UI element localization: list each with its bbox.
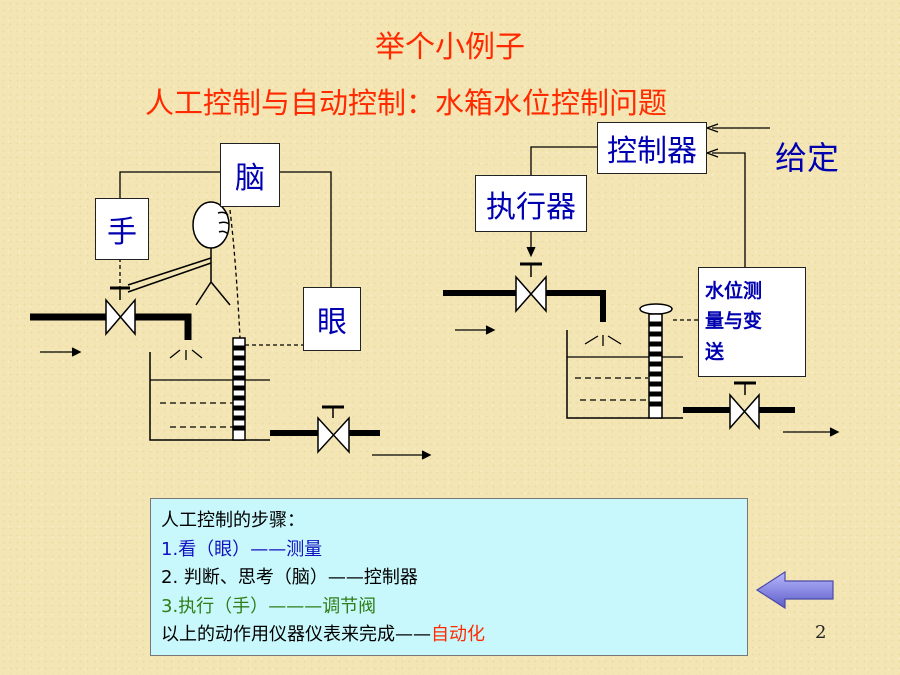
hand-box: 手 — [95, 198, 149, 260]
page-number: 2 — [815, 622, 827, 643]
step-1: 1.看（眼）——测量 — [161, 538, 323, 560]
water-drops-icon — [169, 349, 203, 360]
manual-outlet-valve-icon — [317, 405, 350, 454]
step-3: 3.执行（手）———调节阀 — [161, 595, 377, 617]
step-2: 2. 判断、思考（脑）——控制器 — [161, 567, 418, 588]
steps-panel: 人工控制的步骤： 1.看（眼）——测量 2. 判断、思考（脑）——控制器 3.执… — [150, 498, 748, 656]
measurement-line1: 水位测 — [705, 280, 763, 302]
manual-tank — [149, 352, 270, 441]
brain-box: 脑 — [220, 143, 280, 207]
measurement-line3: 送 — [705, 340, 725, 363]
auto-level-gauge — [639, 303, 673, 419]
steps-summary: 以上的动作用仪器仪表来完成——自动化 — [161, 624, 485, 645]
manual-inlet-valve-icon — [105, 286, 136, 337]
steps-heading: 人工控制的步骤： — [161, 510, 305, 531]
auto-inflow-arrow-icon — [455, 325, 496, 335]
measurement-box: 水位测 量与变 送 — [698, 267, 806, 377]
left-arrow-icon[interactable] — [755, 570, 835, 610]
auto-outlet-valve-icon — [729, 381, 760, 430]
setpoint-label: 给定 — [775, 139, 840, 177]
auto-inlet-pipe — [443, 290, 606, 322]
controller-box: 控制器 — [597, 122, 707, 174]
manual-level-gauge — [232, 337, 246, 441]
outflow-arrow-icon — [372, 450, 432, 460]
auto-outflow-arrow-icon — [783, 427, 840, 437]
inflow-arrow-icon — [40, 347, 82, 357]
inlet-pipe — [30, 313, 192, 340]
auto-inlet-valve-icon — [515, 262, 547, 313]
operator-figure-icon — [127, 201, 231, 306]
page-subtitle: 人工控制与自动控制：水箱水位控制问题 — [145, 86, 668, 120]
page-title: 举个小例子 — [375, 30, 525, 65]
actuator-box: 执行器 — [475, 175, 587, 232]
auto-water-drops-icon — [584, 335, 622, 346]
eye-box: 眼 — [303, 287, 361, 351]
auto-tank — [566, 330, 683, 419]
measurement-line2: 量与变 — [705, 310, 763, 333]
